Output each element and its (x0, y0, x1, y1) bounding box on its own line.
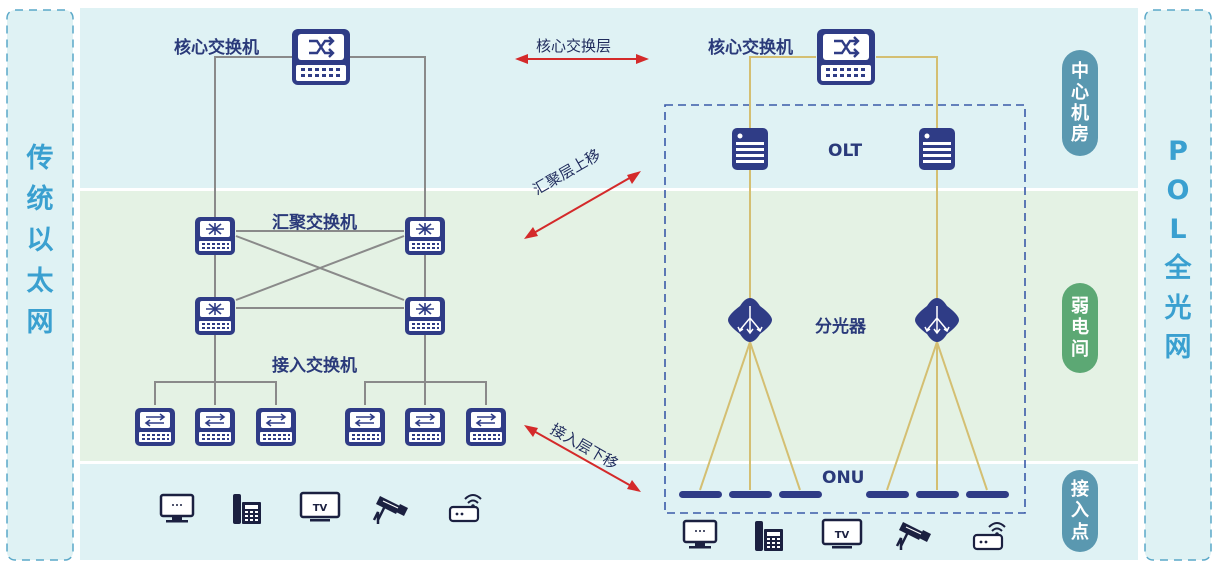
splitter-label: 分光器 (815, 317, 866, 337)
aggregation-switch-icon (194, 296, 236, 336)
pol-dashed-frame (664, 104, 1026, 514)
zone-pill-access-point: 接 入 点 (1062, 470, 1098, 552)
left-title-char: 统 (26, 184, 54, 216)
onu-bar (966, 491, 1009, 498)
right-title-char: P (1168, 136, 1188, 167)
aggregation-switch-icon (404, 216, 446, 256)
pol-core-label: 核心交换机 (708, 38, 793, 58)
tv-screen-text: TV (313, 503, 328, 514)
right-title-char: 全 (1164, 253, 1192, 285)
core-layer-arrow-label: 核心交换层 (536, 37, 612, 55)
right-title-char: O (1166, 175, 1190, 207)
right-title-char: L (1169, 214, 1187, 246)
onu-label: ONU (822, 468, 865, 488)
right-title-char: 光 (1164, 292, 1192, 324)
access-switch-icon (465, 407, 507, 447)
aggregation-label: 汇聚交换机 (272, 213, 357, 233)
aggregation-switch-icon (404, 296, 446, 336)
onu-bar (679, 491, 722, 498)
access-switch-icon (134, 407, 176, 447)
onu-group (679, 491, 1009, 498)
left-side-title: 传 统 以 太 网 (16, 138, 64, 343)
zone-pill-data-center: 中 心 机 房 (1062, 50, 1098, 156)
layer-arrows (515, 54, 649, 492)
traditional-links (154, 56, 487, 405)
access-label: 接入交换机 (272, 356, 357, 376)
olt-icon (732, 128, 768, 170)
onu-bar (729, 491, 772, 498)
access-switch-icon (344, 407, 386, 447)
left-side-frame (6, 9, 74, 561)
left-title-char: 传 (26, 143, 54, 174)
left-title-char: 以 (26, 225, 54, 257)
zone-pill-weak-current-room: 弱 电 间 (1062, 283, 1098, 373)
right-side-title: P O L 全 光 网 (1154, 132, 1202, 367)
right-side-frame (1144, 9, 1212, 561)
olt-label: OLT (828, 141, 863, 161)
pol-core-switch-icon (815, 27, 877, 87)
tv-screen-text: TV (835, 530, 850, 541)
olt-icon (919, 128, 955, 170)
onu-bar (779, 491, 822, 498)
left-title-char: 太 (26, 266, 54, 298)
access-switch-icon (194, 407, 236, 447)
fiber-links (699, 56, 988, 491)
onu-bar (916, 491, 959, 498)
access-switch-icon (255, 407, 297, 447)
left-title-char: 网 (26, 307, 54, 339)
access-switch-icon (404, 407, 446, 447)
zone-top-band (80, 8, 1138, 188)
traditional-core-switch-icon (290, 27, 352, 87)
aggregation-switch-icon (194, 216, 236, 256)
right-title-char: 网 (1164, 331, 1192, 363)
traditional-core-label: 核心交换机 (174, 38, 259, 58)
onu-bar (866, 491, 909, 498)
